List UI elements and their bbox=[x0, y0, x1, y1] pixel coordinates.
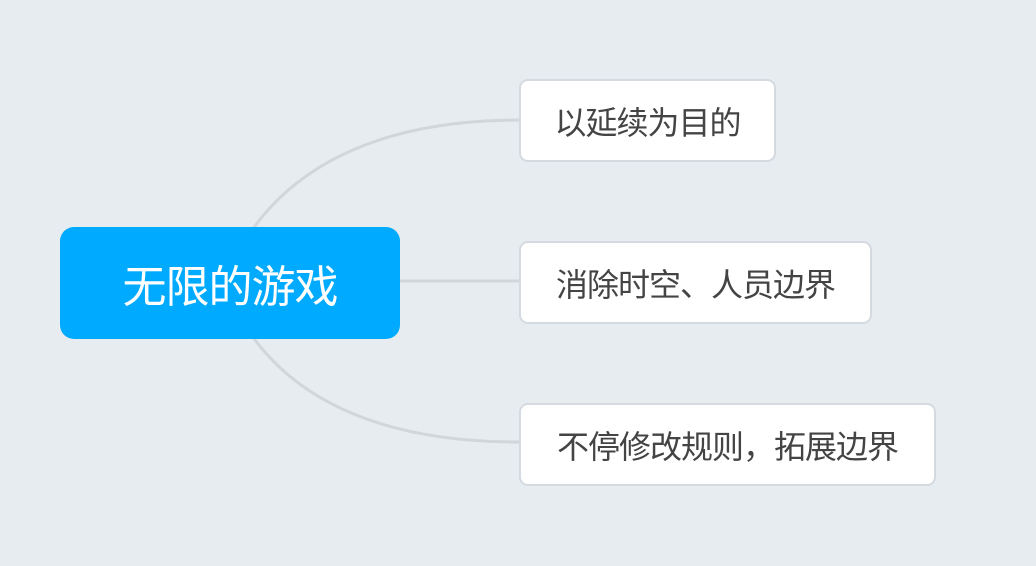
connector-root-to-child-1 bbox=[248, 118, 520, 234]
root-topic-node[interactable]: 无限的游戏 bbox=[60, 227, 400, 339]
connector-root-to-child-3 bbox=[248, 332, 520, 444]
subtopic-label-2: 消除时空、人员边界 bbox=[555, 265, 836, 304]
subtopic-node-2[interactable]: 消除时空、人员边界 bbox=[519, 241, 872, 324]
subtopic-node-1[interactable]: 以延续为目的 bbox=[519, 79, 776, 162]
subtopic-label-1: 以延续为目的 bbox=[554, 103, 741, 142]
subtopic-label-3: 不停修改规则，拓展边界 bbox=[556, 427, 899, 466]
root-topic-label: 无限的游戏 bbox=[122, 262, 339, 313]
subtopic-node-3[interactable]: 不停修改规则，拓展边界 bbox=[519, 403, 936, 486]
